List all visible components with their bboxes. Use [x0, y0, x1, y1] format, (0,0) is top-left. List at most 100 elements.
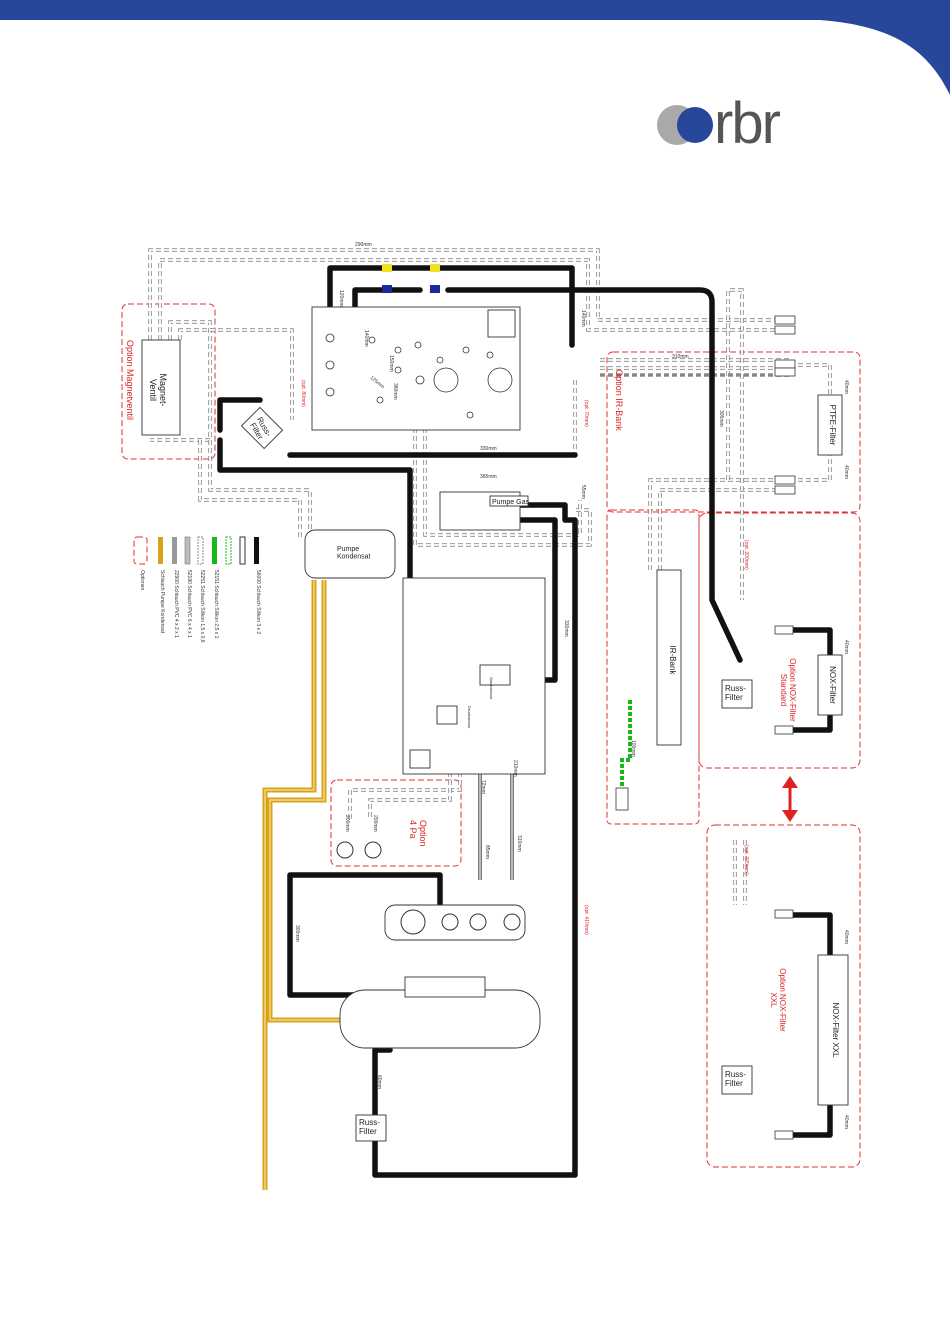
main-plate-holes — [325, 333, 513, 419]
electronics-board — [402, 577, 546, 775]
svg-text:330mm: 330mm — [480, 446, 497, 452]
svg-text:140mm: 140mm — [580, 310, 586, 327]
legend-black-swatch — [254, 537, 259, 564]
nox-filter-xxl-label: NOX-Filter XXL — [831, 1002, 840, 1058]
hose-marker-yellow-1 — [382, 264, 392, 272]
svg-text:(opt. 410mm): (opt. 410mm) — [583, 905, 589, 935]
staubsensor-box — [479, 664, 511, 686]
pumpe-gas-label-box — [489, 495, 529, 507]
header-band — [0, 0, 950, 95]
svg-text:55mm: 55mm — [580, 485, 586, 499]
fittings — [615, 315, 796, 1140]
option-magnetventil-frame — [121, 303, 216, 460]
magnetventil-block — [141, 339, 181, 436]
svg-text:120mm: 120mm — [338, 290, 344, 307]
nox-filter-xxl-block — [817, 954, 849, 1106]
swap-arrow — [782, 776, 798, 822]
legend-text-yellow: Schlauch Pumpe Kondensat — [159, 570, 165, 634]
dashed-hoses — [148, 248, 832, 905]
svg-text:380mm: 380mm — [392, 383, 398, 400]
svg-text:200mm: 200mm — [372, 815, 378, 832]
yellow-kondensat-hose — [262, 580, 340, 1190]
russ-filter-nox-standard-label: Russ-Filter — [725, 684, 746, 702]
option-ir-bank-frame — [606, 351, 861, 513]
drucksensor-box — [436, 705, 458, 725]
svg-text:40mm: 40mm — [843, 380, 849, 394]
legend-optionen-swatch — [133, 536, 148, 565]
cooler-bracket — [404, 976, 486, 998]
svg-text:40mm: 40mm — [843, 640, 849, 654]
svg-text:(opt. 70mm): (opt. 70mm) — [583, 400, 589, 427]
hose-marker-blue-2 — [430, 285, 440, 293]
legend-green-swatch — [212, 537, 217, 564]
legend-text-optionen: Optionen — [139, 570, 145, 591]
4pa-port-1 — [336, 841, 354, 859]
ptfe-filter-label: PTFE-Filter — [828, 405, 837, 446]
legend-white-swatch — [239, 536, 246, 565]
valve-block — [487, 309, 516, 338]
svg-text:330mm: 330mm — [563, 620, 569, 637]
legend-text-gray2: 52190 Schlauch PVC 6 x 4 x 1 — [186, 570, 192, 638]
legend-dashed-swatch — [225, 536, 232, 565]
option-nox-xxl-label: Option NOX-FilterXXL — [769, 968, 787, 1032]
svg-text:140mm: 140mm — [363, 330, 369, 347]
svg-text:200mm: 200mm — [344, 815, 350, 832]
cooler-block — [339, 989, 541, 1049]
drucksensor-label: Drucksensor — [467, 706, 472, 729]
svg-text:300mm: 300mm — [294, 925, 300, 942]
svg-text:305mm: 305mm — [718, 410, 724, 427]
legend-text-gray1: 22900 Schlauch PVC 4 x 2 x 1 — [173, 570, 179, 638]
connector-ports — [400, 909, 521, 935]
ir-bank-block — [656, 569, 682, 746]
svg-text:72mm: 72mm — [480, 780, 486, 794]
russ-filter-nox-standard — [721, 679, 753, 709]
option-4pa-label: Option4 Pa — [408, 820, 428, 847]
hose-marker-blue-1 — [382, 285, 392, 293]
svg-text:150mm: 150mm — [388, 355, 394, 372]
svg-text:290mm: 290mm — [355, 242, 372, 248]
russ-filter-nox-xxl — [721, 1065, 753, 1095]
legend-text-green: 52151 Schlauch Silikon 2,5 x 1 — [213, 570, 219, 639]
4pa-port-2 — [364, 841, 382, 859]
logo-text: rbr — [714, 91, 781, 156]
staubsensor-label: Staubsensor — [489, 677, 494, 700]
legend-text-gray3: 52251 Schlauch Silikon 1,5 x 0,6 — [199, 570, 205, 643]
russ-filter-nox-xxl-label: Russ-Filter — [725, 1070, 746, 1088]
4pa-sensor-box — [409, 749, 431, 769]
svg-text:310mm: 310mm — [672, 354, 689, 360]
ir-bank-label: IR-Bank — [668, 646, 677, 676]
russ-filter-lower — [355, 1114, 387, 1142]
rbr-logo: rbr — [657, 91, 783, 156]
russ-filter-upper — [240, 406, 284, 450]
legend-text-black: 56000 Schlauch Silikon 3 x 2 — [255, 570, 261, 634]
option-magnetventil-label: Option Magnetventil — [125, 340, 135, 420]
nox-filter-standard-block — [817, 654, 843, 716]
option-nox-xxl-frame — [706, 824, 861, 1168]
legend: Optionen Schlauch Pumpe Kondensat 22900 … — [139, 536, 261, 643]
russ-filter-lower-label: Russ-Filter — [359, 1118, 380, 1136]
option-ir-bank-label: Option IR-Bank — [614, 369, 624, 431]
main-plate — [311, 306, 521, 431]
magnetventil-label: Magnet-Ventil — [148, 373, 168, 406]
ptfe-filter-block — [817, 394, 843, 456]
svg-text:40mm: 40mm — [843, 1115, 849, 1129]
legend-gray1-swatch — [172, 537, 177, 564]
pumpe-gas-label: Pumpe Gas — [492, 499, 529, 506]
svg-text:365mm: 365mm — [480, 474, 497, 480]
svg-text:210mm: 210mm — [512, 760, 518, 777]
svg-text:85mm: 85mm — [484, 845, 490, 859]
svg-text:100mm: 100mm — [630, 740, 636, 757]
option-nox-standard-label: Option NOX-FilterStandard — [779, 658, 797, 722]
svg-text:60mm: 60mm — [376, 1075, 382, 1089]
svg-text:(opt. 200mm): (opt. 200mm) — [743, 540, 749, 570]
option-4pa-frame — [330, 779, 462, 867]
legend-yellow-swatch — [158, 537, 163, 564]
hose-marker-yellow-2 — [430, 264, 440, 272]
option-nox-standard-frame — [698, 512, 861, 769]
svg-text:(opt. 80mm): (opt. 80mm) — [300, 380, 306, 407]
pumpe-kondensat-block — [304, 529, 396, 579]
svg-text:40mm: 40mm — [843, 465, 849, 479]
svg-text:40mm: 40mm — [843, 930, 849, 944]
